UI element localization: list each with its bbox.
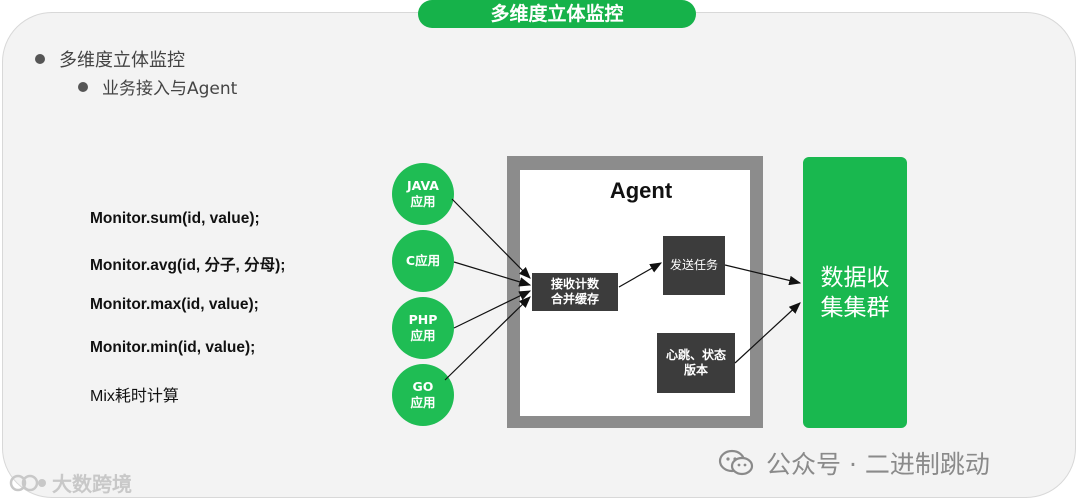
bullet-level-1-text: 多维度立体监控 — [59, 50, 185, 71]
code-line-min: Monitor.min(id, value); — [90, 339, 256, 356]
send-task-box: 发送任务 — [663, 236, 725, 295]
app-circle-go: GO 应用 — [392, 364, 454, 426]
arrow-heartbeat-to-cluster — [734, 302, 801, 364]
arrow-java-to-receive — [451, 198, 531, 279]
bullet-level-2-text: 业务接入与Agent — [102, 79, 238, 99]
arrow-send-to-cluster — [724, 264, 802, 286]
code-line-sum: Monitor.sum(id, value); — [90, 210, 260, 227]
logo-text: 大数跨境 — [52, 472, 132, 496]
bullet-level-2: 业务接入与Agent — [78, 74, 237, 99]
app-circle-php: PHP 应用 — [392, 297, 454, 359]
agent-label: Agent — [609, 178, 673, 203]
watermark-text: 公众号 · 二进制跳动 — [766, 450, 990, 479]
arrow-c-to-receive — [453, 261, 532, 287]
receive-count-box: 接收计数 合并缓存 — [532, 273, 618, 311]
arrow-php-to-receive — [453, 290, 532, 329]
wechat-icon — [718, 449, 754, 476]
logo-mark-icon — [9, 474, 46, 491]
slide-title: 多维度立体监控 — [418, 0, 696, 28]
bullet-dot-icon — [35, 54, 45, 64]
code-line-max: Monitor.max(id, value); — [90, 296, 259, 313]
heartbeat-status-box: 心跳、状态 版本 — [657, 333, 735, 393]
app-circle-java: JAVA 应用 — [392, 163, 454, 225]
bullet-level-1: 多维度立体监控 — [35, 46, 185, 72]
watermark: 公众号 · 二进制跳动 — [718, 445, 990, 481]
bullet-dot-icon — [78, 81, 88, 92]
brand-logo: 大数跨境 — [8, 468, 132, 497]
data-collection-cluster: 数据收 集集群 — [803, 157, 907, 428]
app-circle-c: C应用 — [392, 230, 454, 292]
arrow-go-to-receive — [444, 296, 531, 381]
arrow-receive-to-send — [618, 262, 663, 288]
code-line-avg: Monitor.avg(id, 分子, 分母); — [90, 257, 286, 274]
code-line-mix: Mix耗时计算 — [90, 388, 179, 405]
